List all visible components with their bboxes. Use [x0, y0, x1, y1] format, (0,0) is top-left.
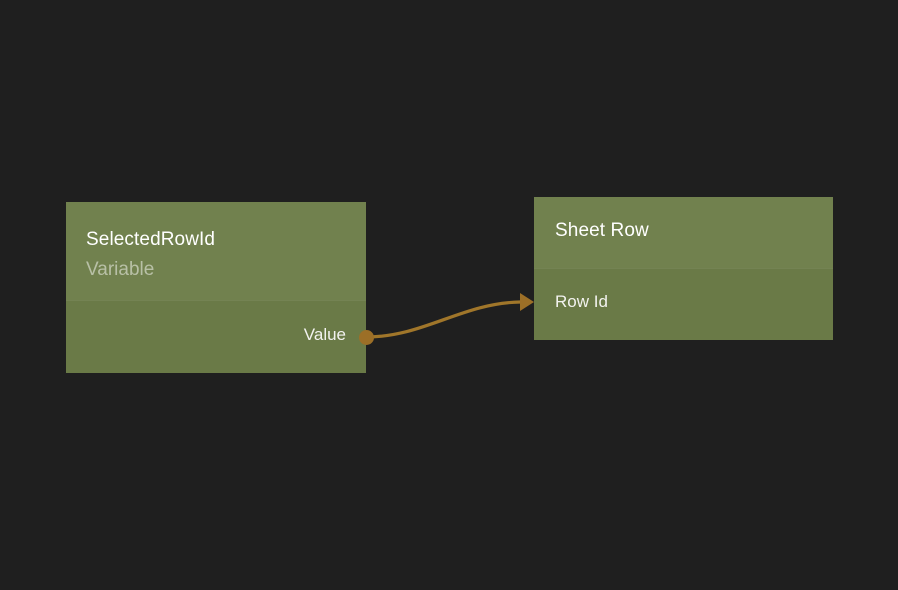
node-selected-row-id[interactable]: SelectedRowId Variable Value: [66, 202, 374, 373]
node-body-selected-row-id[interactable]: Value: [66, 300, 366, 373]
node-title: Sheet Row: [555, 220, 649, 241]
output-port-dot-value[interactable]: [358, 329, 374, 345]
output-port-row-value[interactable]: Value: [304, 324, 346, 346]
node-header-sheet-row[interactable]: Sheet Row: [534, 197, 833, 268]
node-subtitle: Variable: [86, 259, 155, 280]
node-header-selected-row-id[interactable]: SelectedRowId Variable: [66, 202, 366, 300]
input-port-label-row-id: Row Id: [555, 292, 608, 311]
node-body-sheet-row[interactable]: Row Id: [534, 268, 833, 340]
node-sheet-row[interactable]: Sheet Row Row Id: [520, 197, 833, 340]
input-port-arrow-row-id[interactable]: [520, 293, 534, 311]
output-port-label-value: Value: [303, 325, 346, 344]
link-value-to-row-id[interactable]: [364, 300, 522, 339]
node-title: SelectedRowId: [86, 229, 216, 250]
node-divider: [66, 300, 366, 301]
node-divider: [534, 268, 833, 269]
input-port-row-row-id[interactable]: Row Id: [555, 291, 608, 313]
